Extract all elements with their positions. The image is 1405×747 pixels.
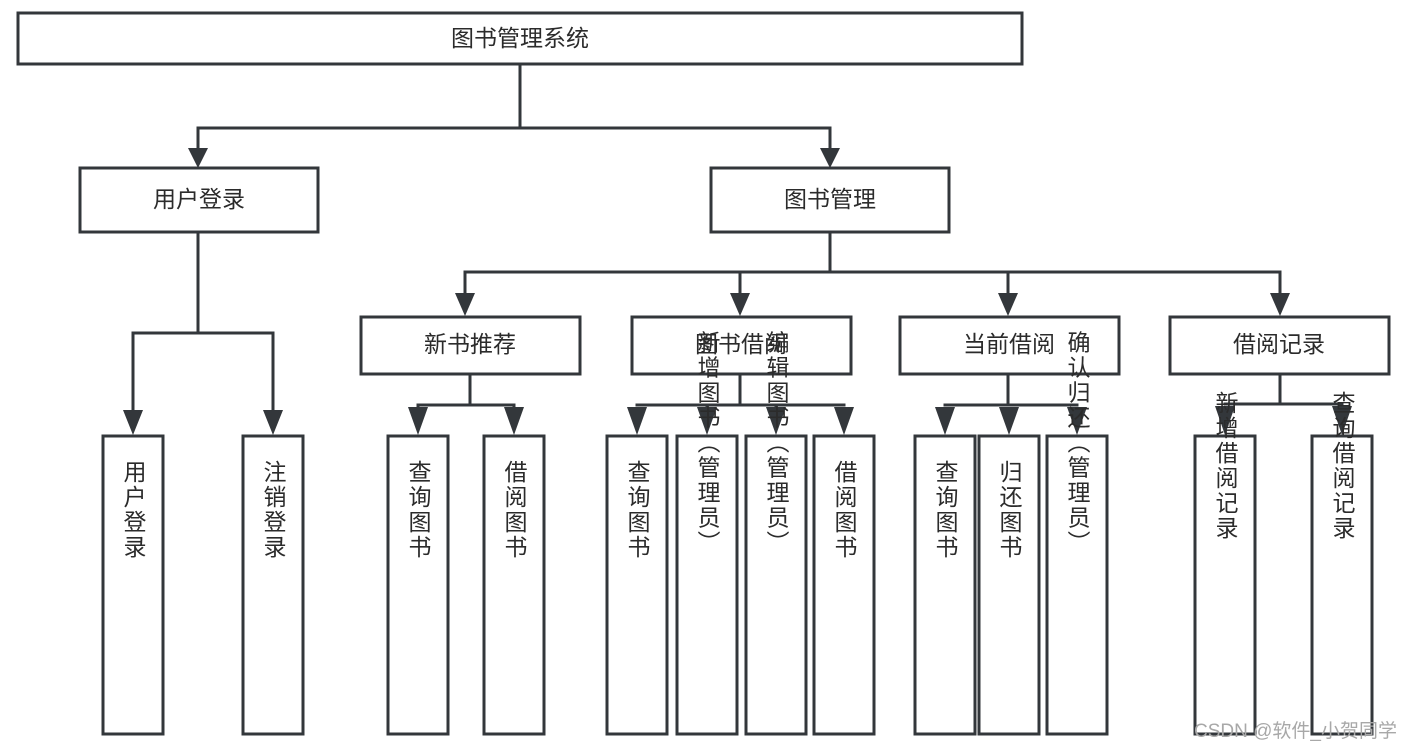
leaf-user-login-1-label: 用户登录 (120, 460, 147, 560)
arrow-bm-to-recommend (455, 293, 475, 316)
arrow-record-c1 (1215, 406, 1235, 435)
arrow-borrow-c4 (834, 407, 854, 435)
arrow-borrow-c2 (697, 407, 717, 435)
connector-group-user-login (123, 230, 283, 435)
node-current-borrow-label: 当前借阅 (963, 331, 1055, 357)
node-book-borrow-label: 图书借阅 (695, 331, 787, 357)
node-new-book-recommend-label: 新书推荐 (424, 331, 516, 357)
leaf-recommend-1-label: 查询图书 (405, 460, 432, 560)
node-current-borrow-box[interactable] (898, 315, 1121, 376)
leaf-borrow-3-label: 编辑图书（管理员） (763, 331, 790, 556)
node-book-borrow[interactable]: 图书借阅 (630, 315, 853, 376)
leaf-user-login-2[interactable]: 注销登录 (241, 434, 305, 736)
connector-group-book-manage (455, 230, 1290, 316)
node-root-label: 图书管理系统 (451, 25, 589, 51)
leaf-borrow-1-box[interactable] (605, 434, 669, 736)
leaf-borrow-4-label: 借阅图书 (831, 460, 858, 560)
arrow-bm-to-record (1270, 293, 1290, 316)
arrow-user-login-child2 (263, 410, 283, 435)
node-borrow-record-box[interactable] (1168, 315, 1391, 376)
leaf-recommend-2-label: 借阅图书 (501, 460, 528, 560)
node-user-login[interactable]: 用户登录 (78, 166, 320, 234)
leaf-borrow-2[interactable]: 新增图书（管理员） (675, 331, 739, 736)
arrow-root-to-book-manage (820, 148, 840, 168)
arrow-current-c1 (935, 407, 955, 435)
node-borrow-record[interactable]: 借阅记录 (1168, 315, 1391, 376)
leaf-current-1[interactable]: 查询图书 (913, 434, 977, 736)
node-root[interactable]: 图书管理系统 (16, 11, 1024, 66)
node-book-borrow-box[interactable] (630, 315, 853, 376)
node-borrow-record-label: 借阅记录 (1233, 331, 1325, 357)
arrow-borrow-c3 (766, 407, 786, 435)
leaf-current-2-label: 归还图书 (996, 460, 1023, 560)
leaf-record-1-label: 新增借阅记录 (1212, 391, 1239, 541)
leaf-record-2-box[interactable] (1310, 434, 1374, 736)
leaf-current-1-box[interactable] (913, 434, 977, 736)
leaf-record-1-box[interactable] (1193, 434, 1257, 736)
arrow-recommend-c1 (408, 407, 428, 435)
leaf-record-2-label: 查询借阅记录 (1329, 391, 1356, 541)
leaf-borrow-1[interactable]: 查询图书 (605, 434, 669, 736)
connector-group-current-borrow (935, 372, 1087, 435)
leaf-borrow-4-box[interactable] (812, 434, 876, 736)
leaf-borrow-3-box[interactable] (744, 434, 808, 736)
leaf-record-2[interactable]: 查询借阅记录 (1310, 391, 1374, 736)
leaf-user-login-1-box[interactable] (101, 434, 165, 736)
leaf-borrow-2-label: 新增图书（管理员） (694, 331, 721, 556)
leaf-record-1[interactable]: 新增借阅记录 (1193, 391, 1257, 736)
leaf-current-2[interactable]: 归还图书 (977, 434, 1041, 736)
node-root-box[interactable] (16, 11, 1024, 66)
arrow-record-c2 (1332, 406, 1352, 435)
leaf-current-1-label: 查询图书 (932, 460, 959, 560)
arrow-current-c2 (999, 407, 1019, 435)
connector-group-book-borrow (627, 372, 854, 435)
arrow-recommend-c2 (504, 407, 524, 435)
leaf-user-login-2-label: 注销登录 (260, 460, 287, 560)
arrow-bm-to-borrow (730, 293, 750, 316)
node-book-manage-label: 图书管理 (784, 186, 876, 212)
leaf-borrow-1-label: 查询图书 (624, 460, 651, 560)
leaf-current-3-box[interactable] (1045, 434, 1109, 736)
leaf-current-3-label: 确认归还（管理员） (1064, 331, 1091, 556)
arrow-borrow-c1 (627, 407, 647, 435)
connector-group-new-book-recommend (408, 372, 524, 435)
leaf-borrow-2-box[interactable] (675, 434, 739, 736)
leaf-current-2-box[interactable] (977, 434, 1041, 736)
leaf-recommend-1[interactable]: 查询图书 (386, 434, 450, 736)
leaf-borrow-3[interactable]: 编辑图书（管理员） (744, 331, 808, 736)
node-user-login-box[interactable] (78, 166, 320, 234)
connector-group-borrow-record (1215, 372, 1352, 435)
node-current-borrow[interactable]: 当前借阅 (898, 315, 1121, 376)
arrow-bm-to-current (998, 293, 1018, 316)
arrow-current-c3 (1067, 407, 1087, 435)
arrow-root-to-user-login (188, 148, 208, 168)
arrow-user-login-child1 (123, 410, 143, 435)
leaf-borrow-4[interactable]: 借阅图书 (812, 434, 876, 736)
leaf-recommend-2[interactable]: 借阅图书 (482, 434, 546, 736)
node-user-login-label: 用户登录 (153, 186, 245, 212)
connector-group-root (188, 62, 840, 168)
node-new-book-recommend-box[interactable] (359, 315, 582, 376)
leaf-current-3[interactable]: 确认归还（管理员） (1045, 331, 1109, 736)
leaf-recommend-2-box[interactable] (482, 434, 546, 736)
node-new-book-recommend[interactable]: 新书推荐 (359, 315, 582, 376)
node-book-manage[interactable]: 图书管理 (709, 166, 951, 234)
leaf-user-login-2-box[interactable] (241, 434, 305, 736)
node-book-manage-box[interactable] (709, 166, 951, 234)
leaf-user-login-1[interactable]: 用户登录 (101, 434, 165, 736)
leaf-recommend-1-box[interactable] (386, 434, 450, 736)
